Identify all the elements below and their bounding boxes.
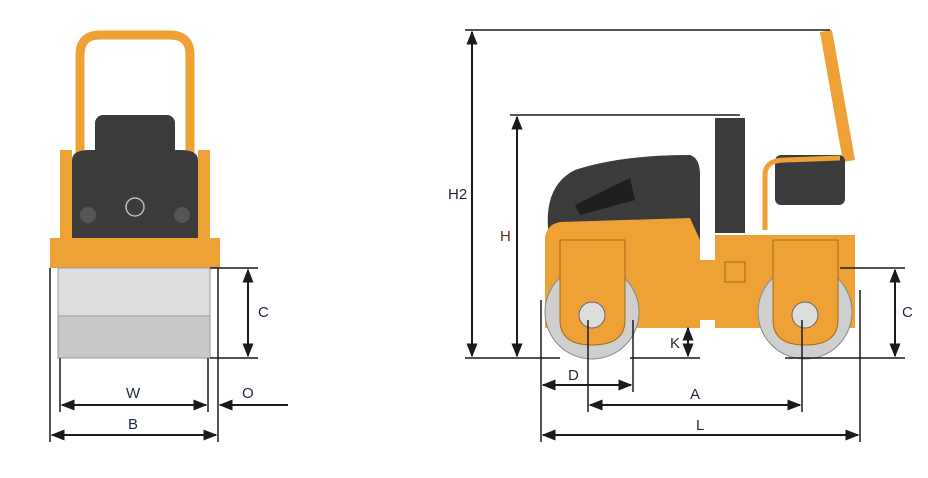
label-c-side: C: [902, 304, 913, 321]
front-frame: [50, 238, 220, 268]
label-l: L: [696, 417, 704, 434]
front-view-dimensions: C W B O: [49, 267, 288, 442]
label-w: W: [126, 385, 141, 402]
seat-front: [95, 115, 175, 160]
steering-column: [715, 118, 745, 233]
label-b: B: [128, 416, 138, 433]
label-a: A: [690, 386, 700, 403]
side-view-dimensions: H2 H C K D A L: [448, 29, 913, 442]
label-h: H: [500, 228, 511, 245]
seat-side: [775, 155, 845, 205]
headlight-left-icon: [80, 207, 96, 223]
label-c-front: C: [258, 304, 269, 321]
brand-logo-icon: [125, 197, 145, 217]
label-k: K: [670, 335, 680, 352]
side-view-machine: [544, 30, 855, 360]
drum-front-lower: [57, 315, 211, 359]
rollover-bar-front: [75, 30, 195, 160]
front-view-machine: [50, 30, 220, 359]
hood-front: [72, 150, 198, 238]
rollover-bar-side: [820, 30, 855, 162]
headlight-right-icon: [174, 207, 190, 223]
label-o: O: [242, 385, 254, 402]
label-h2: H2: [448, 186, 467, 203]
drum-front-upper: [57, 267, 211, 317]
label-d: D: [568, 367, 579, 384]
